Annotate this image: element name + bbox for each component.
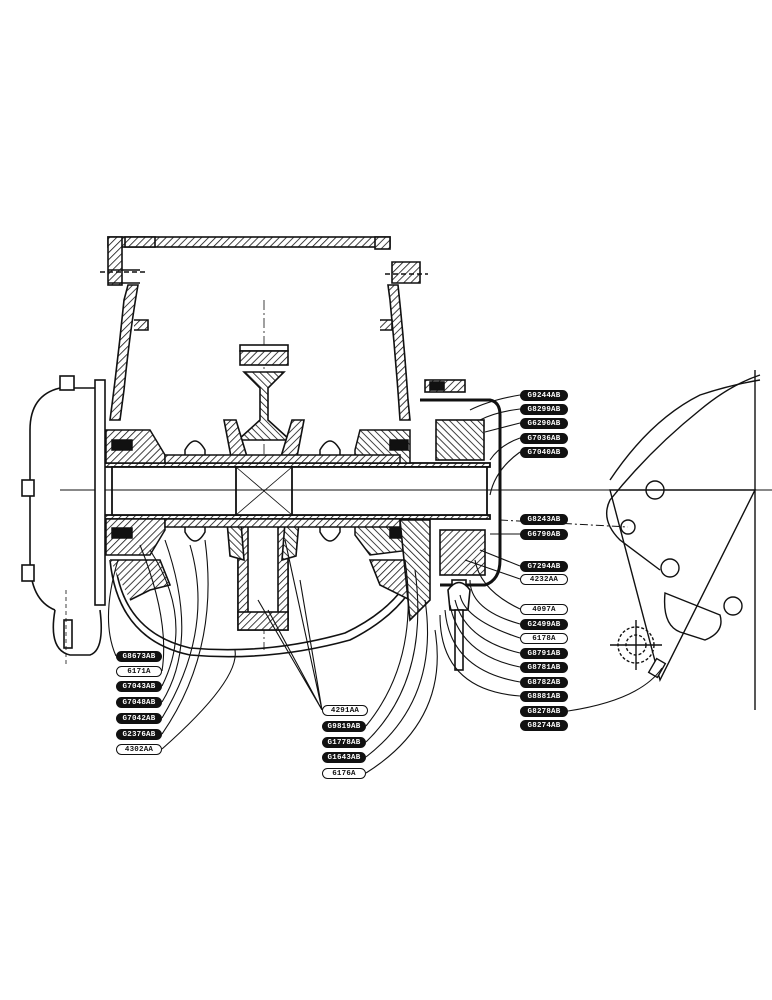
part-callout[interactable]: 4232AA [520,574,568,585]
part-callout[interactable]: G8243AB [520,514,568,525]
part-callout[interactable]: 4097A [520,604,568,615]
part-callout[interactable]: G8673AB [116,651,162,662]
part-callout[interactable]: G8278AB [520,706,568,717]
part-callout[interactable]: G8781AB [520,662,568,673]
left-cover [21,375,106,665]
part-callout[interactable]: G8791AB [520,648,568,659]
part-callout[interactable]: G2499AB [520,619,568,630]
leader-lines [107,394,663,774]
part-callout[interactable]: G8782AB [520,677,568,688]
part-callout[interactable]: 4302AA [116,744,162,755]
part-callout[interactable]: G2376AB [116,729,162,740]
axle-shaft [60,462,772,520]
part-callout[interactable]: G7294AB [520,561,568,572]
part-callout[interactable]: 6171A [116,666,162,677]
part-callout[interactable]: G1778AB [322,737,366,748]
part-callout[interactable]: G1643AB [322,752,366,763]
part-callout[interactable]: G8881AB [520,691,568,702]
right-linkage [499,370,761,710]
side-assembly [420,379,502,671]
part-callout[interactable]: G7036AB [520,433,568,444]
part-callout[interactable]: G9819AB [322,721,366,732]
part-callout[interactable]: G6790AB [520,529,568,540]
bearings [105,429,411,556]
part-callout[interactable]: G9244AB [520,390,568,401]
part-callout[interactable]: 6176A [322,768,366,779]
part-callout[interactable]: G7040AB [520,447,568,458]
part-callout[interactable]: G7048AB [116,697,162,708]
part-callout[interactable]: G7043AB [116,681,162,692]
part-callout[interactable]: G7042AB [116,713,162,724]
part-callout[interactable]: G8299AB [520,404,568,415]
part-callout[interactable]: G6290AB [520,418,568,429]
part-callout[interactable]: 6178A [520,633,568,644]
part-callout[interactable]: G8274AB [520,720,568,731]
part-callout[interactable]: 4291AA [322,705,368,716]
